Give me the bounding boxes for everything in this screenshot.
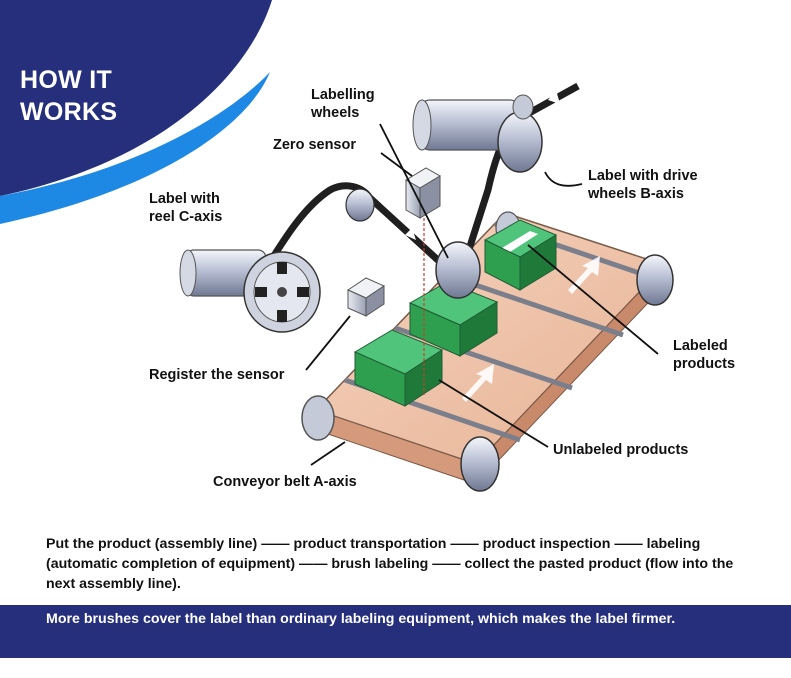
conveyor-belt-label: Conveyor belt A-axis: [213, 474, 357, 490]
register-sensor-label: Register the sensor: [149, 367, 285, 383]
zero-sensor: [405, 167, 441, 219]
zero-sensor-label: Zero sensor: [273, 137, 356, 153]
label-reel: [179, 249, 321, 333]
unlabeled-products-label: Unlabeled products: [553, 442, 689, 458]
header-corner-shape: [0, 0, 272, 224]
labeling-machine-diagram: [179, 82, 674, 492]
label-reel-label: Label with reel C-axis: [149, 191, 223, 225]
footer-text: More brushes cover the label than ordina…: [46, 611, 676, 627]
labeled-products-label: Labeled products: [673, 338, 736, 372]
footer-banner: [0, 605, 791, 658]
product-box-middle: [408, 281, 499, 357]
drive-wheels: [412, 94, 543, 173]
process-steps-text: Put the product (assembly line) —— produ…: [46, 536, 734, 592]
page-title: HOW IT WORKS: [20, 66, 118, 126]
register-sensor: [346, 277, 386, 317]
label-drive-label: Label with drive wheels B-axis: [588, 168, 698, 202]
labelling-wheels-label: Labelling wheels: [311, 87, 375, 121]
leader-lines: [305, 123, 659, 466]
product-box-labeled: [483, 219, 558, 291]
